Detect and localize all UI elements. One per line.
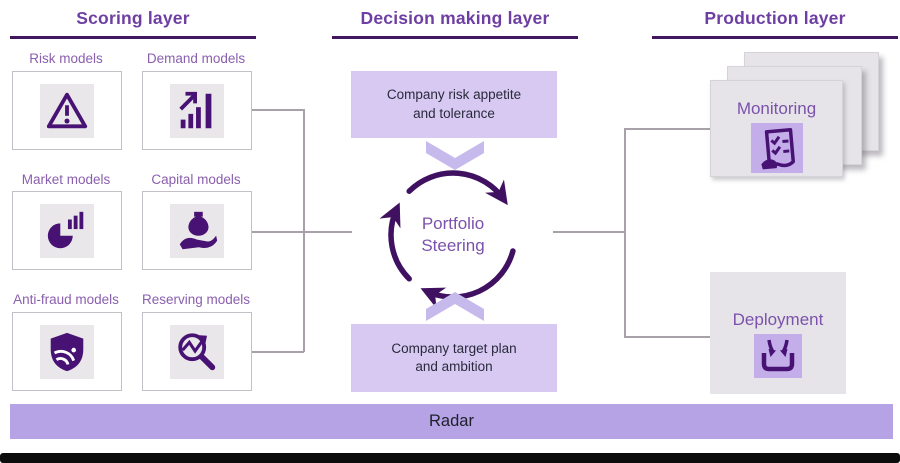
steering-line: Steering (421, 236, 485, 255)
reserving-models-label: Reserving models (141, 292, 251, 307)
warning-triangle-icon (40, 83, 94, 138)
target-plan-line2: and ambition (415, 359, 493, 374)
magnifier-trend-icon (170, 324, 224, 379)
anti-fraud-models-box (12, 312, 122, 391)
chevron-down-icon (426, 141, 484, 170)
portfolio-line: Portfolio (421, 213, 485, 233)
reserving-models-box (142, 312, 252, 391)
connector-monitoring (624, 128, 710, 130)
risk-models-label: Risk models (29, 51, 103, 66)
deployment-label: Deployment (732, 310, 824, 329)
chevron-up-icon (426, 292, 484, 321)
demand-models-label: Demand models (146, 51, 246, 66)
risk-models-box (12, 71, 122, 150)
market-models-label: Market models (21, 172, 111, 187)
radar-bar: Radar (10, 404, 893, 439)
shield-signal-icon (40, 324, 94, 379)
cycle-arrows-icon (378, 160, 528, 310)
target-plan-box: Company target plan and ambition (351, 324, 557, 392)
connector-reserving (250, 351, 304, 353)
market-models-box (12, 191, 122, 270)
monitoring-label: Monitoring (736, 99, 817, 118)
hand-money-icon (170, 203, 224, 258)
risk-appetite-line2: and tolerance (413, 105, 495, 121)
production-layer-title: Production layer (652, 8, 898, 39)
radar-label: Radar (429, 412, 474, 430)
monitoring-card: Monitoring (710, 80, 843, 177)
capital-models-box (142, 191, 252, 270)
decision-layer-title: Decision making layer (332, 8, 578, 39)
connector-capital-to-cycle (250, 231, 352, 233)
bottom-rule (0, 453, 900, 463)
anti-fraud-models-label: Anti-fraud models (13, 292, 119, 307)
connector-cycle-to-right (553, 231, 625, 233)
risk-appetite-line1: Company risk appetite (386, 87, 522, 103)
risk-appetite-box: Company risk appetite and tolerance (351, 71, 557, 138)
portfolio-steering-label: Portfolio Steering (378, 160, 528, 310)
capital-models-label: Capital models (151, 172, 241, 187)
connector-right-trunk (624, 128, 626, 337)
pie-chart-icon (40, 203, 94, 258)
demand-models-box (142, 71, 252, 150)
target-plan-line1: Company target plan (391, 340, 517, 356)
connector-deployment (624, 336, 710, 338)
connector-left-trunk (303, 109, 305, 352)
checklist-icon (750, 123, 803, 173)
scoring-layer-title: Scoring layer (10, 8, 256, 39)
connector-demand (250, 109, 304, 111)
deployment-card: Deployment (710, 272, 846, 394)
trend-bars-icon (170, 83, 224, 138)
deploy-arrows-icon (754, 334, 802, 378)
